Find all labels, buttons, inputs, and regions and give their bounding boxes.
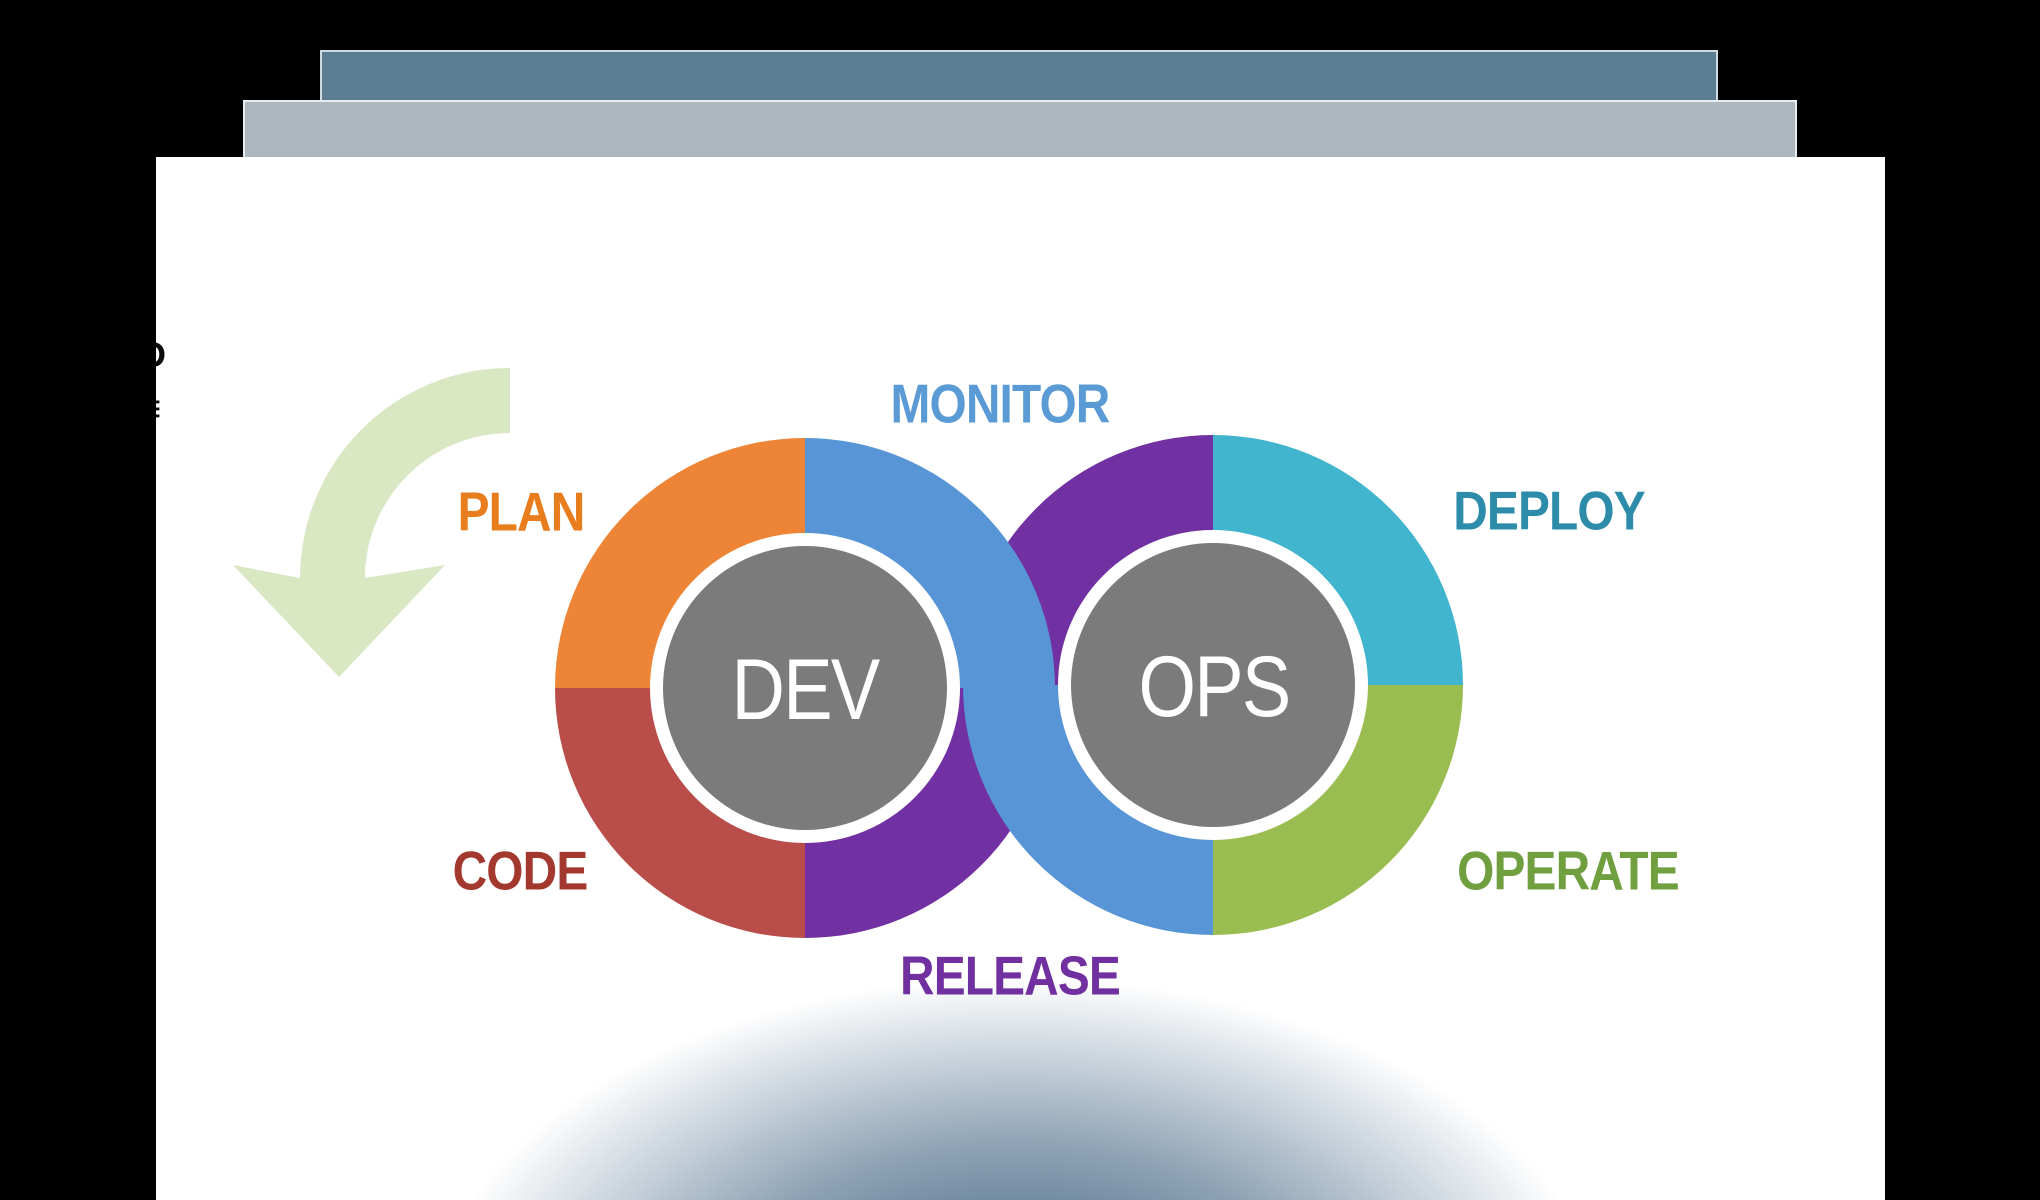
clipped-text-fragment: D bbox=[156, 337, 166, 373]
dev-circle-label: DEV bbox=[731, 642, 881, 738]
label-code: CODE bbox=[452, 839, 589, 902]
ops-ring-deploy-segment bbox=[1213, 435, 1463, 685]
stacked-slide-bar-back bbox=[320, 50, 1718, 103]
ops-circle bbox=[1071, 543, 1355, 827]
dev-ring-plan-segment bbox=[555, 438, 805, 688]
label-deploy: DEPLOY bbox=[1453, 479, 1645, 542]
dev-circle bbox=[663, 546, 947, 830]
stacked-slide-bar-front bbox=[243, 100, 1797, 158]
dev-ring-code-segment bbox=[555, 688, 805, 938]
label-release: RELEASE bbox=[900, 944, 1121, 1007]
monitor-blue-band-ops-side bbox=[963, 685, 1213, 935]
label-monitor: MONITOR bbox=[890, 372, 1111, 435]
label-plan: PLAN bbox=[457, 480, 586, 543]
monitor-blue-band-dev-side bbox=[805, 438, 1055, 688]
clipped-text-fragment: ≡ bbox=[156, 389, 161, 429]
ops-circle-label: OPS bbox=[1138, 639, 1291, 735]
label-operate: OPERATE bbox=[1457, 839, 1680, 902]
plan-cycle-arrow bbox=[233, 368, 510, 677]
ops-ring-operate-segment bbox=[1213, 685, 1463, 935]
